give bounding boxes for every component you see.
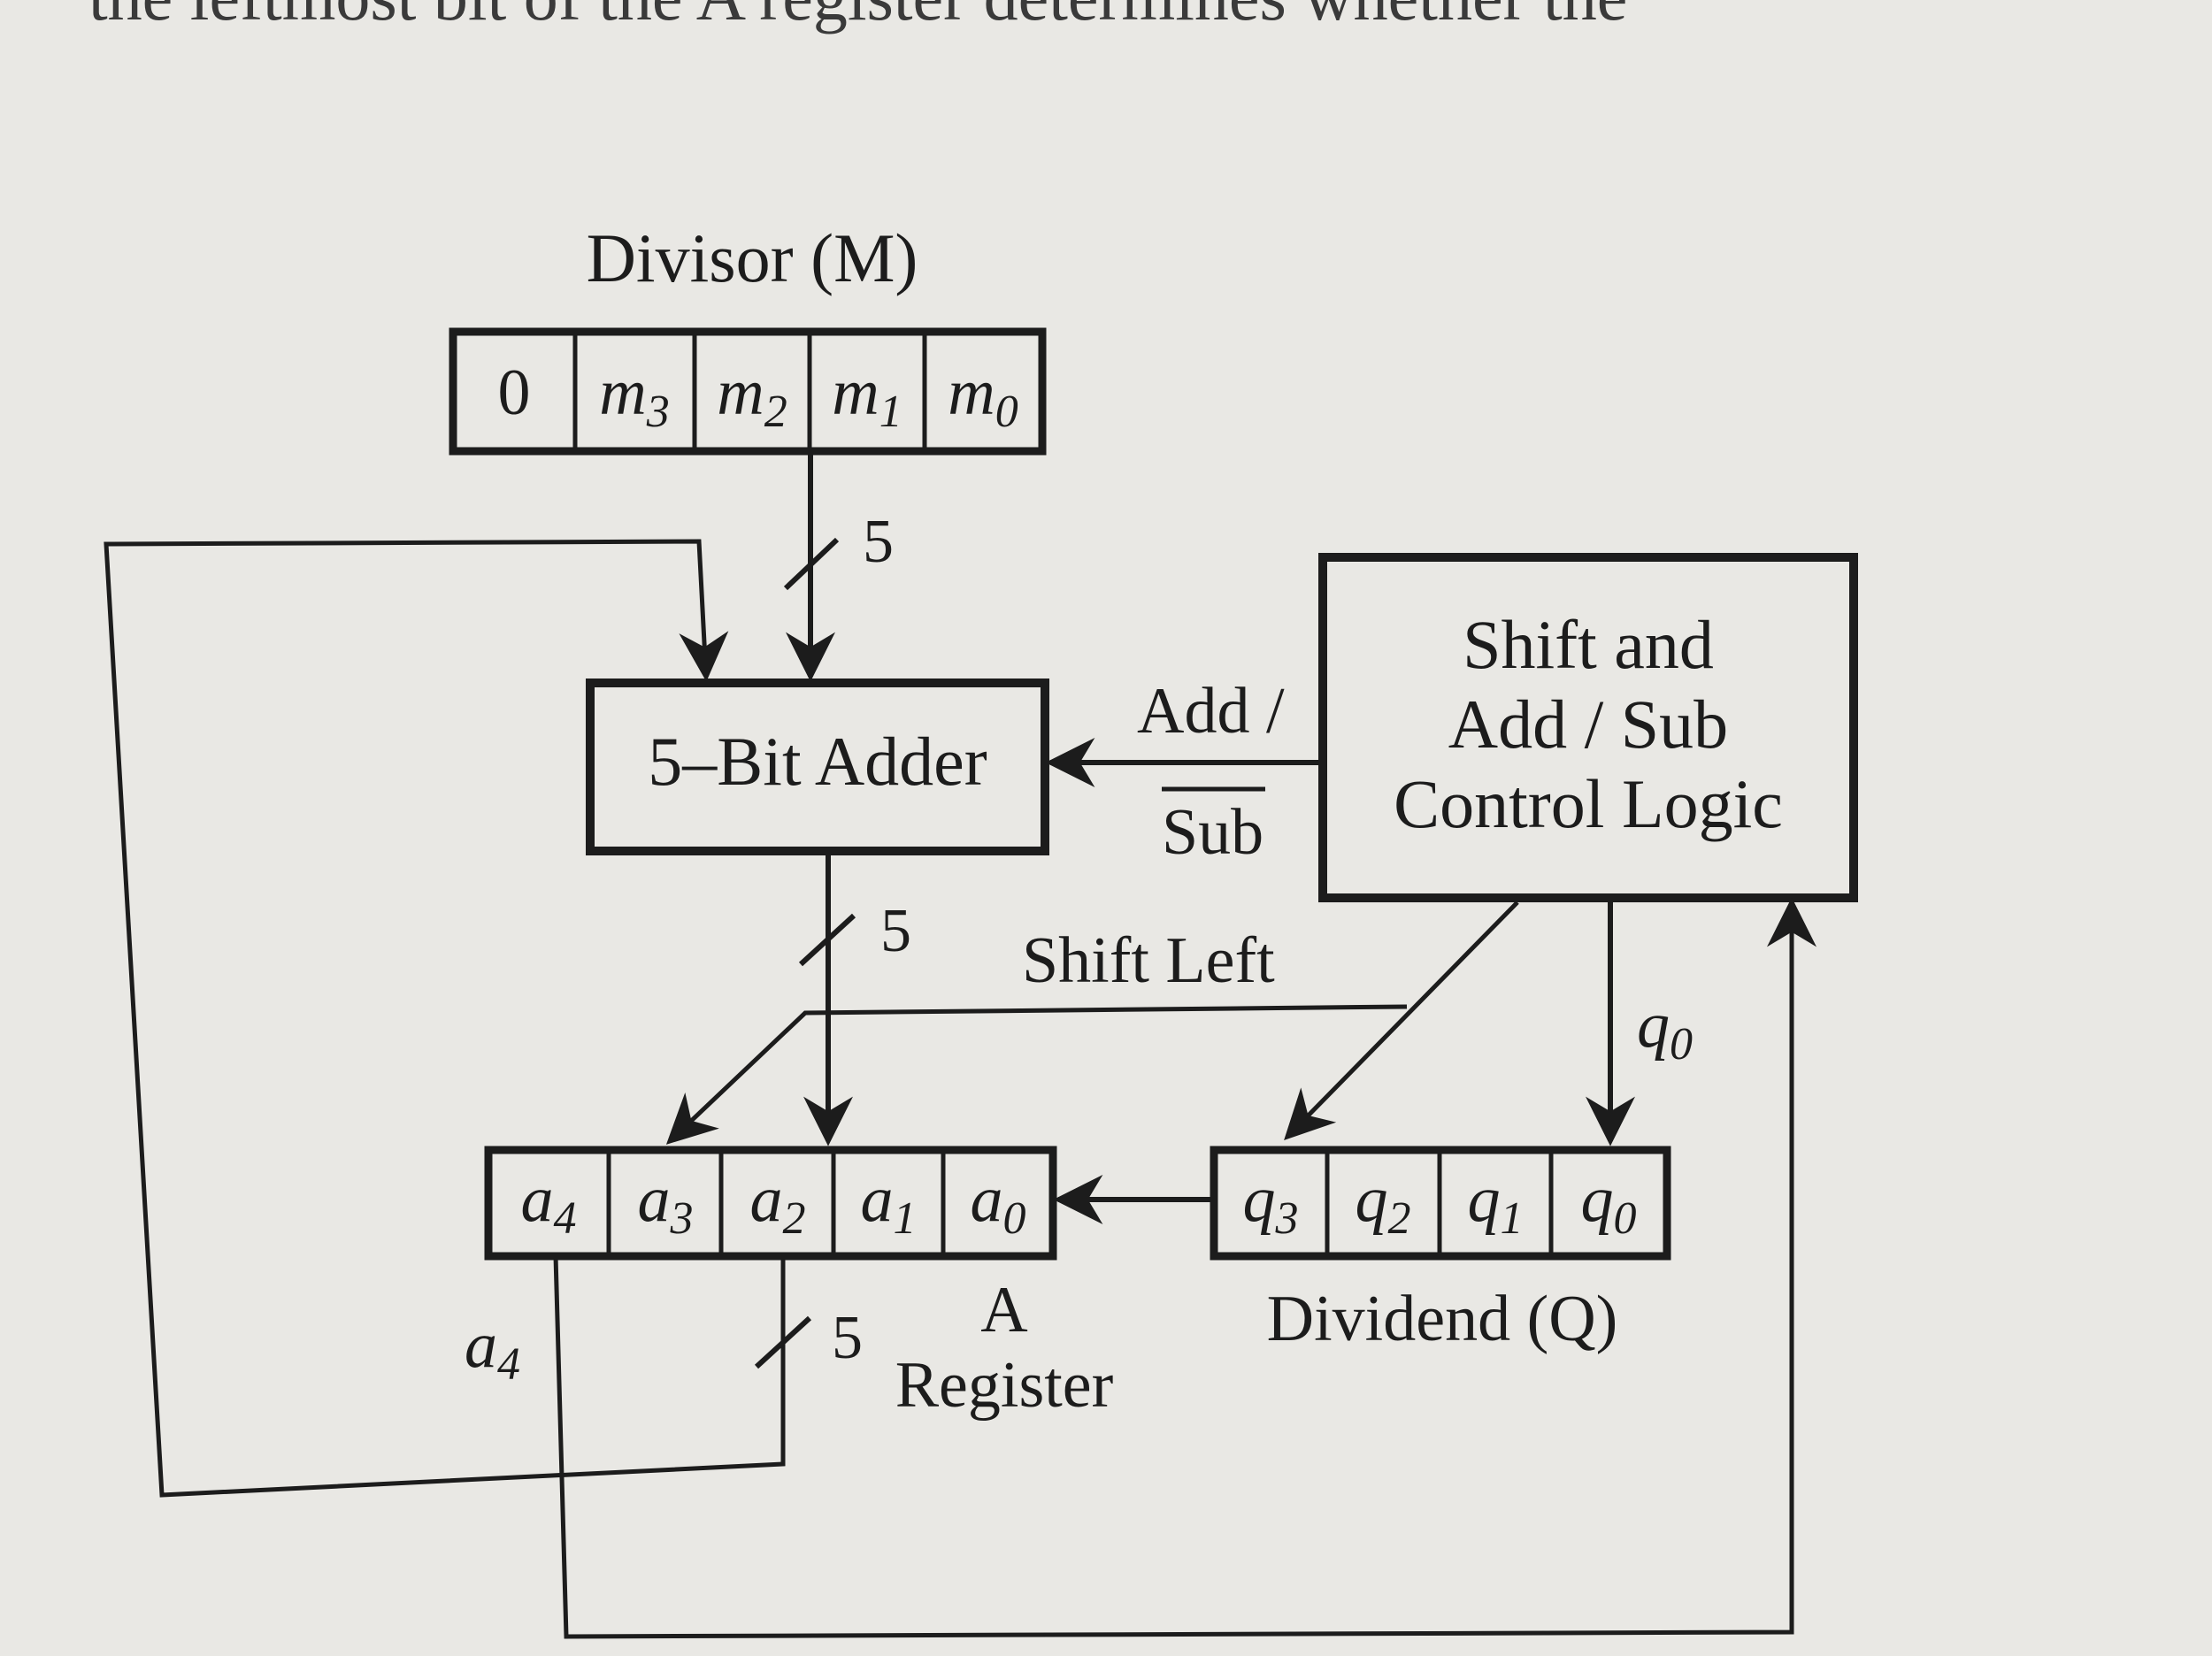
- q-cell-q3: q3: [1243, 1163, 1299, 1244]
- q0-label: q0: [1637, 989, 1693, 1070]
- a-cell-a3: a3: [638, 1163, 694, 1244]
- a-cell-a1: a1: [861, 1163, 917, 1244]
- shift-left-signal: [665, 1004, 1408, 1145]
- control-label-3: Control Logic: [1394, 765, 1783, 842]
- sub-label: Sub: [1162, 796, 1263, 869]
- divisor-cell-m0: m0: [948, 356, 1018, 437]
- control-label-1: Shift and: [1463, 606, 1714, 683]
- a-register-title-1: A: [980, 1274, 1027, 1346]
- a-feedback-to-adder: [104, 539, 786, 1498]
- control-logic-block: Shift and Add / Sub Control Logic: [1318, 553, 1858, 902]
- bus-width-low: 5: [832, 1304, 863, 1372]
- shift-left-label: Shift Left: [1022, 924, 1275, 997]
- bus-slash-top: [783, 537, 840, 591]
- a-cell-a0: a0: [971, 1163, 1026, 1244]
- bus-width-mid: 5: [880, 897, 911, 965]
- bus-width-top: 5: [863, 508, 894, 576]
- control-label-2: Add / Sub: [1448, 686, 1728, 763]
- a4-to-control-signal: [553, 897, 1816, 1639]
- divisor-cell-m1: m1: [832, 356, 902, 437]
- a-cell-a4: a4: [521, 1163, 577, 1244]
- a-register-title-2: Register: [895, 1349, 1114, 1422]
- dividend-title: Dividend (Q): [1267, 1283, 1618, 1355]
- a-register: a4 a3 a2 a1 a0: [484, 1146, 1057, 1261]
- adder-block: 5–Bit Adder: [586, 678, 1049, 855]
- bus-slash-low: [754, 1315, 812, 1369]
- divisor-cell-m2: m2: [717, 356, 787, 437]
- q-cell-q0: q0: [1581, 1163, 1637, 1244]
- bus-slash-mid: [798, 913, 856, 967]
- a-cell-a2: a2: [750, 1163, 806, 1244]
- a4-label: a4: [465, 1309, 520, 1390]
- header-fragment: the leftmost bit of the A register deter…: [88, 0, 1627, 34]
- q-cell-q1: q1: [1468, 1163, 1524, 1244]
- add-label: Add /: [1137, 675, 1285, 748]
- dividend-register: q3 q2 q1 q0: [1210, 1146, 1671, 1261]
- divisor-cell-0: 0: [498, 356, 531, 429]
- divisor-title: Divisor (M): [587, 219, 918, 296]
- adder-label: 5–Bit Adder: [648, 723, 987, 800]
- divisor-cell-m3: m3: [599, 356, 669, 437]
- divisor-register: 0 m3 m2 m1 m0: [449, 327, 1047, 456]
- control-to-dividend-signal: [1284, 901, 1519, 1140]
- q-cell-q2: q2: [1356, 1163, 1411, 1244]
